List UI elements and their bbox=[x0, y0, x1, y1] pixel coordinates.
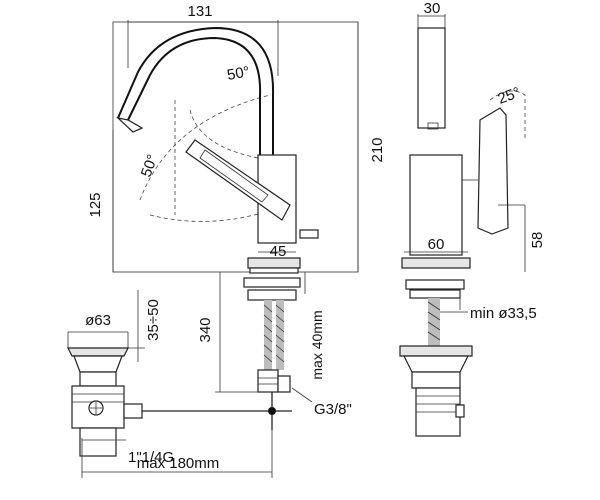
drain-logo-cross bbox=[90, 402, 102, 414]
drain-height-label: 35÷50 bbox=[145, 299, 162, 341]
drain-nut bbox=[79, 371, 117, 387]
dim-30-label: 30 bbox=[424, 0, 441, 17]
hose-braid bbox=[263, 304, 285, 363]
angle-25-label: 25° bbox=[496, 84, 523, 108]
lever-arc-outer bbox=[139, 94, 271, 201]
fitting-right bbox=[277, 375, 291, 393]
front-frame bbox=[112, 21, 359, 273]
drain-flange bbox=[73, 355, 123, 373]
fix-washer-1 bbox=[243, 277, 301, 288]
drain-tail bbox=[79, 427, 117, 457]
dim-45-label: 45 bbox=[270, 243, 287, 260]
side-drain-port bbox=[455, 404, 465, 418]
dim-340-label: 340 bbox=[197, 317, 214, 342]
base-gasket-front bbox=[249, 267, 299, 274]
dim-max40-label: max 40mm bbox=[309, 310, 325, 379]
thread-label: G3/8" bbox=[314, 401, 352, 418]
rod-pivot bbox=[268, 407, 276, 415]
side-hose-braid bbox=[427, 301, 441, 341]
hose-right bbox=[276, 300, 284, 370]
side-washer bbox=[405, 279, 465, 290]
side-drain-flange bbox=[399, 345, 473, 357]
side-nut bbox=[409, 289, 461, 299]
dim-125-label: 125 bbox=[87, 192, 104, 217]
front-view: 131 210 125 50° 50° 45 bbox=[87, 3, 386, 274]
rod-max-label: max 180mm bbox=[137, 455, 220, 472]
dim-60-label: 60 bbox=[428, 236, 445, 253]
lever-arc-lower bbox=[149, 209, 273, 222]
side-body bbox=[409, 154, 463, 256]
hole-diameter-label: min ø33,5 bbox=[470, 305, 537, 322]
front-fixing: 340 max 40mm G3/8" bbox=[197, 272, 352, 418]
g38-leader bbox=[291, 387, 313, 403]
drain-diameter-label: ø63 bbox=[85, 312, 111, 329]
angle-50-left: 50° bbox=[138, 152, 162, 179]
side-drain-cone bbox=[403, 355, 469, 373]
popup-knob bbox=[299, 229, 319, 239]
dim-58-label: 58 bbox=[529, 232, 546, 249]
side-view: 30 25° 58 60 min ø33,5 bbox=[399, 0, 546, 437]
dim-210-label: 210 bbox=[369, 137, 386, 162]
drain-thread-label: 1"1/4G bbox=[128, 449, 174, 466]
base-plate-front bbox=[247, 257, 301, 269]
rod-coupler bbox=[123, 403, 143, 419]
hose-left bbox=[264, 300, 272, 370]
fitting-left bbox=[257, 369, 279, 393]
side-drain-nut bbox=[411, 371, 461, 389]
dim-131-label: 131 bbox=[187, 3, 212, 20]
side-spout bbox=[417, 27, 446, 129]
side-lever bbox=[477, 107, 509, 235]
spout-inner bbox=[117, 26, 275, 155]
side-aerator bbox=[427, 122, 439, 130]
drain-cap bbox=[67, 347, 129, 357]
lever-arc-inner bbox=[189, 109, 271, 161]
spout-tip bbox=[116, 116, 144, 133]
lever-slot bbox=[199, 149, 269, 203]
side-lever-arc bbox=[489, 90, 526, 140]
angle-50-top: 50° bbox=[226, 63, 251, 84]
side-drain-threads bbox=[416, 395, 460, 413]
fix-washer-2 bbox=[247, 289, 297, 301]
side-base-plate bbox=[401, 257, 471, 269]
spout-outer bbox=[127, 36, 262, 155]
drain-view: ø63 35÷50 1"1/4G max 180mm bbox=[67, 290, 292, 478]
